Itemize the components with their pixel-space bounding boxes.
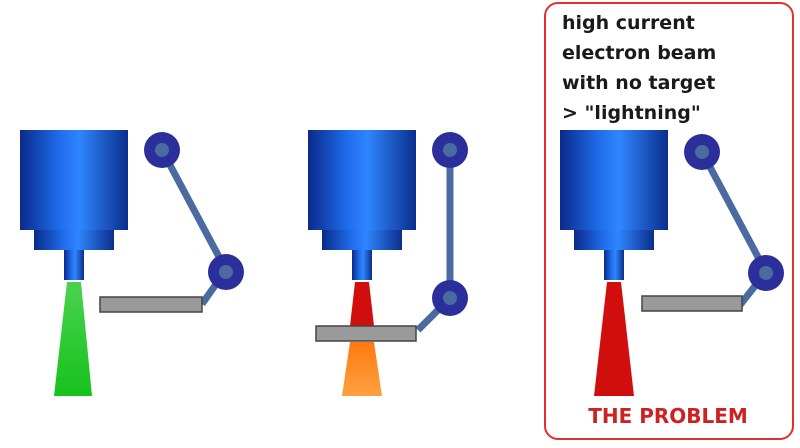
beam-red: [594, 282, 634, 396]
robot-arm-right: [684, 134, 784, 308]
beam-green: [54, 282, 92, 396]
caption-line-4: > "lightning": [562, 102, 701, 124]
robot-arm-left: [144, 132, 244, 307]
problem-frame: [544, 2, 794, 440]
caption-text: high current electron beam with no targe…: [562, 8, 782, 128]
caption-line-3: with no target: [562, 72, 716, 94]
beam-red-upper: [350, 282, 374, 326]
caption-line-1: high current: [562, 12, 695, 34]
robot-arm-middle: [415, 132, 468, 333]
electron-gun-right: [560, 130, 668, 280]
electron-gun-middle: [308, 130, 416, 280]
target-plate-left: [99, 296, 203, 313]
caption-line-2: electron beam: [562, 42, 717, 64]
electron-gun-left: [20, 130, 128, 280]
beam-orange-lower: [342, 342, 382, 396]
panel-left: [20, 130, 244, 396]
panel-right: [560, 130, 784, 396]
target-plate-middle: [315, 325, 417, 342]
problem-label: THE PROBLEM: [588, 404, 748, 428]
plate-right-retracted: [641, 295, 743, 312]
panel-middle: [308, 130, 468, 396]
